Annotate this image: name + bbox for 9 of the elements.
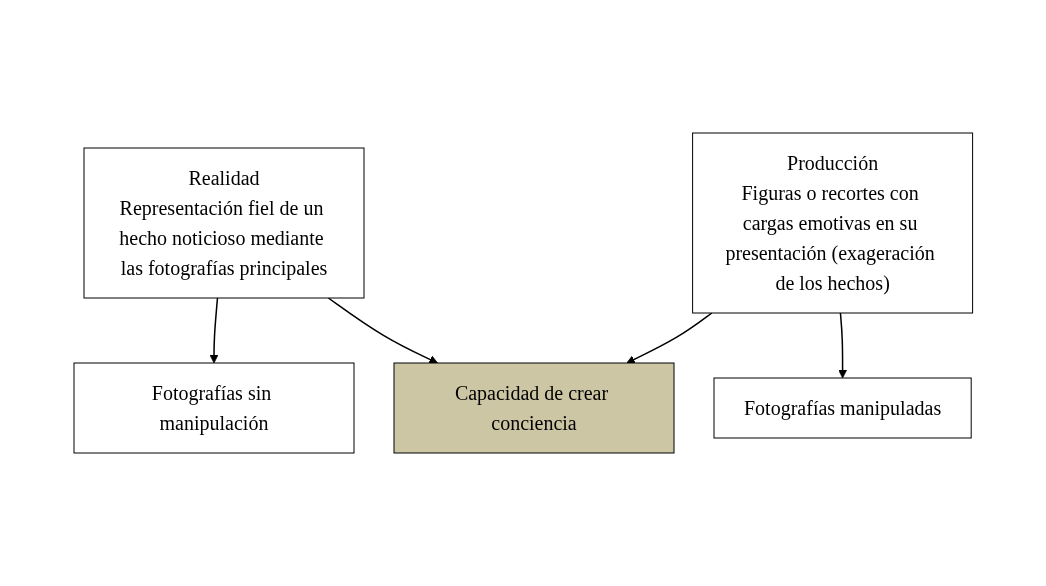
node-box: Realidad Representación fiel de un hecho noticioso mediante las fotografías principales <box>83 147 365 299</box>
node-box: Producción Figuras o recortes con cargas emotivas en su presentación (exageración de los hechos) <box>691 132 973 314</box>
arrow <box>327 297 438 364</box>
arrow <box>626 312 713 364</box>
arrow <box>837 312 847 379</box>
node-box: Fotografías sin manipulación <box>73 362 355 454</box>
node-box: Capacidad de crear conciencia <box>393 362 675 454</box>
node-box: Fotografías manipuladas <box>713 377 972 439</box>
arrow <box>209 297 219 364</box>
